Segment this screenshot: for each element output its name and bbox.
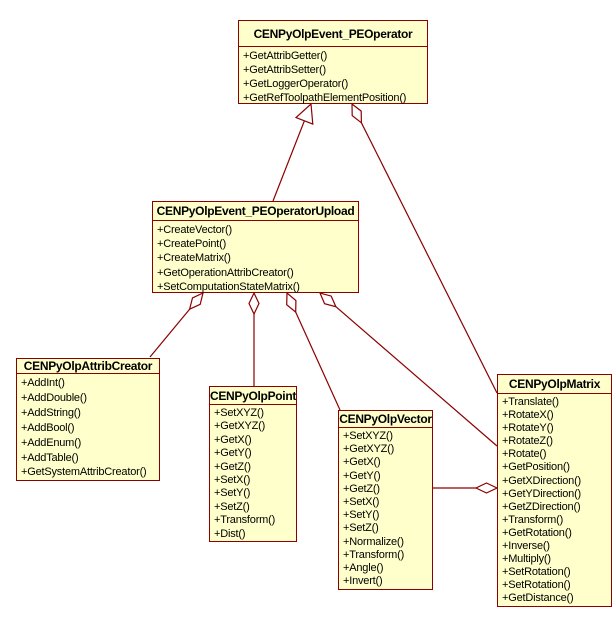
method-item: +GetDistance() bbox=[502, 592, 574, 605]
relationship-line bbox=[149, 308, 191, 358]
class-cenpyolppoint: CENPyOlpPoint+SetXYZ()+GetXYZ()+GetX()+G… bbox=[209, 386, 297, 542]
aggregation-cenpyolpevent-peoperatorupload-to-cenpyolpvector bbox=[286, 291, 341, 411]
method-item: +AddString() bbox=[21, 406, 81, 419]
method-item: +Transform() bbox=[214, 514, 276, 527]
method-item: +GetYDirection() bbox=[502, 487, 582, 500]
method-item: +GetLoggerOperator() bbox=[243, 78, 349, 90]
class-cenpyolpvector: CENPyOlpVector+SetXYZ()+GetXYZ()+GetX()+… bbox=[338, 410, 433, 590]
class-name: CENPyOlpEvent_PEOperator bbox=[239, 21, 427, 47]
method-item: +RotateY() bbox=[502, 422, 554, 435]
method-item: +SetRotation() bbox=[502, 566, 571, 579]
method-item: +Dist() bbox=[214, 527, 246, 540]
relationship-line bbox=[272, 120, 305, 202]
class-cenpyolpmatrix: CENPyOlpMatrix+Translate()+RotateX()+Rot… bbox=[497, 374, 612, 607]
method-item: +GetY() bbox=[214, 447, 252, 460]
method-item: +GetZDirection() bbox=[502, 500, 581, 513]
method-item: +SetComputationStateMatrix() bbox=[157, 280, 300, 293]
class-name: CENPyOlpMatrix bbox=[498, 375, 611, 394]
relationship-line bbox=[295, 311, 341, 411]
method-item: +SetZ() bbox=[214, 500, 250, 513]
method-item: +AddBool() bbox=[21, 421, 75, 434]
method-item: +GetZ() bbox=[214, 460, 251, 473]
method-item: +GetAttribGetter() bbox=[243, 50, 328, 62]
method-item: +Invert() bbox=[343, 575, 383, 588]
method-item: +SetX() bbox=[343, 496, 380, 509]
method-item: +AddInt() bbox=[21, 377, 65, 389]
method-item: +GetY() bbox=[343, 469, 381, 482]
method-item: +SetX() bbox=[214, 474, 251, 487]
aggregation-cenpyolpevent-peoperator-to-cenpyolpmatrix bbox=[351, 102, 498, 394]
method-list: +Translate()+RotateX()+RotateY()+RotateZ… bbox=[498, 394, 611, 607]
method-item: +Translate() bbox=[502, 396, 559, 408]
class-cenpyolpevent-peoperatorupload: CENPyOlpEvent_PEOperatorUpload+CreateVec… bbox=[152, 201, 359, 293]
method-item: +GetXYZ() bbox=[214, 420, 266, 433]
method-item: +GetOperationAttribCreator() bbox=[157, 266, 294, 279]
method-item: +Normalize() bbox=[343, 535, 404, 548]
aggregation-cenpyolpmatrix-to-cenpyolpvector bbox=[433, 482, 499, 494]
aggregation-diamond-icon bbox=[248, 291, 260, 316]
relationship-line bbox=[360, 122, 498, 394]
class-cenpyolpevent-peoperator: CENPyOlpEvent_PEOperator+GetAttribGetter… bbox=[238, 20, 428, 104]
method-item: +CreateMatrix() bbox=[157, 252, 231, 265]
method-item: +GetPosition() bbox=[502, 461, 570, 474]
method-item: +GetXDirection() bbox=[502, 474, 582, 487]
method-item: +GetRefToolpathElementPosition() bbox=[243, 92, 407, 104]
method-item: +GetAttribSetter() bbox=[243, 64, 326, 76]
method-item: +SetRotation() bbox=[502, 579, 571, 592]
method-item: +Inverse() bbox=[502, 540, 550, 553]
method-item: +Angle() bbox=[343, 562, 384, 575]
aggregation-cenpyolpevent-peoperatorupload-to-cenpyolpattribcreator bbox=[149, 291, 204, 358]
method-item: +AddTable() bbox=[21, 451, 79, 464]
aggregation-diamond-icon bbox=[188, 291, 204, 311]
aggregation-diamond-icon bbox=[474, 482, 499, 494]
method-item: +SetXYZ() bbox=[214, 407, 264, 419]
method-item: +RotateX() bbox=[502, 409, 554, 422]
aggregation-diamond-icon bbox=[286, 291, 297, 314]
method-item: +GetZ() bbox=[343, 482, 380, 495]
method-list: +CreateVector() +CreatePoint()+CreateMatr… bbox=[153, 221, 358, 293]
method-item: +GetSystemAttribCreator() bbox=[21, 466, 147, 479]
method-item: +Rotate() bbox=[502, 448, 547, 461]
aggregation-cenpyolpevent-peoperatorupload-to-cenpyolppoint bbox=[248, 291, 260, 386]
method-item: +SetY() bbox=[214, 487, 251, 500]
method-item: +CreateVector() bbox=[157, 224, 232, 236]
method-item: +GetX() bbox=[214, 433, 252, 446]
relationship-line bbox=[335, 306, 498, 447]
method-item: +CreatePoint() bbox=[157, 238, 227, 251]
method-item: +Transform() bbox=[343, 548, 405, 561]
method-item: +SetXYZ() bbox=[343, 430, 393, 442]
method-item: +SetY() bbox=[343, 509, 380, 522]
method-list: +SetXYZ()+GetXYZ()+GetX()+GetY()+GetZ()+… bbox=[210, 405, 296, 542]
method-list: +AddInt() +AddDouble() +AddString() +AddBoo… bbox=[17, 374, 159, 481]
class-cenpyolpattribcreator: CENPyOlpAttribCreator +AddInt() +AddDouble… bbox=[16, 358, 160, 481]
method-item: +AddDouble() bbox=[21, 391, 87, 404]
method-item: +Multiply() bbox=[502, 553, 551, 566]
method-item: +SetZ() bbox=[343, 522, 379, 535]
method-item: +RotateZ() bbox=[502, 435, 553, 448]
method-item: +GetX() bbox=[343, 456, 381, 469]
class-name: CENPyOlpAttribCreator bbox=[17, 359, 159, 374]
method-list: +SetXYZ()+GetXYZ()+GetX()+GetY()+GetZ()+… bbox=[339, 428, 432, 590]
method-item: +GetXYZ() bbox=[343, 443, 395, 456]
aggregation-diamond-icon bbox=[318, 292, 337, 308]
method-list: +GetAttribGetter() +GetAttribSetter() +Get… bbox=[239, 47, 427, 104]
method-item: +Transform() bbox=[502, 513, 564, 526]
method-item: +AddEnum() bbox=[21, 436, 82, 449]
generalization-arrowhead-icon bbox=[294, 102, 314, 126]
method-item: +GetRotation() bbox=[502, 526, 572, 539]
class-name: CENPyOlpVector bbox=[339, 412, 432, 428]
generalization-cenpyolpevent-peoperatorupload-to-cenpyolpevent-peoperator bbox=[272, 102, 314, 202]
aggregation-diamond-icon bbox=[351, 102, 363, 125]
class-name: CENPyOlpPoint bbox=[210, 387, 296, 405]
class-name: CENPyOlpEvent_PEOperatorUpload bbox=[153, 202, 358, 221]
aggregation-cenpyolpevent-peoperatorupload-to-cenpyolpmatrix bbox=[318, 292, 498, 447]
